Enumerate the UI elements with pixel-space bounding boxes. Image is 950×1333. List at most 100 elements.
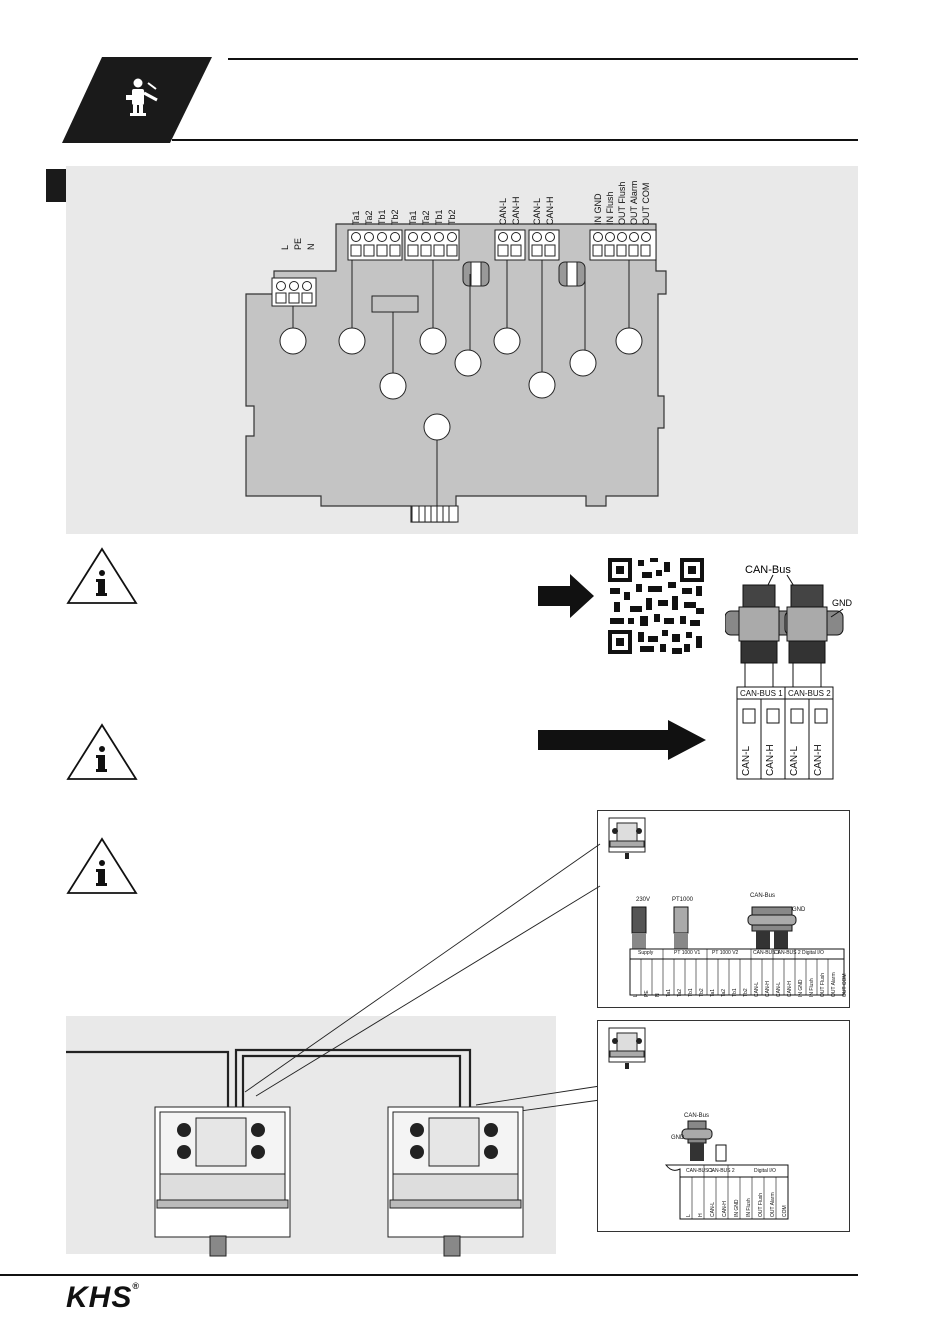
termination-jumper-1 — [462, 261, 490, 287]
pin-label: IN Flush — [746, 1198, 752, 1217]
callout-circle — [423, 413, 451, 441]
pin-label: COM — [782, 1205, 788, 1217]
cable-label-pt1000: PT1000 — [672, 897, 694, 903]
label-ta1: Ta1 — [408, 210, 418, 225]
termination-jumper-2 — [558, 261, 586, 287]
label-out-alarm: OUT Alarm — [629, 180, 639, 225]
circuit-board — [245, 223, 667, 523]
plumber-tool-icon — [126, 78, 158, 116]
label-out-flush: OUT Flush — [617, 181, 627, 225]
inset-2-terminal-diagram — [664, 1120, 789, 1220]
gnd-label: GND — [832, 598, 853, 608]
label-tb2: Tb2 — [390, 209, 400, 225]
pin-label: CAN-H — [722, 1201, 728, 1217]
label-can-l: CAN-L — [532, 197, 542, 225]
arrow-right-icon — [538, 720, 706, 760]
callout-circle — [615, 327, 643, 355]
label-ta2: Ta2 — [421, 210, 431, 225]
label-ta1: Ta1 — [351, 210, 361, 225]
info-warning-icon — [66, 723, 138, 780]
callout-circle — [338, 327, 366, 355]
callout-circle — [279, 327, 307, 355]
label-L: L — [280, 244, 290, 250]
can-pin-labels: CAN-L CAN-H CAN-L CAN-H — [741, 744, 824, 777]
pin-can-l: CAN-L — [789, 745, 800, 776]
qr-code-icon — [606, 556, 706, 656]
can-plug — [681, 1120, 713, 1161]
header-top-rule — [228, 58, 858, 60]
can-connector-2 — [784, 584, 844, 688]
group-digital-io: Digital I/O — [754, 1168, 776, 1174]
pin-label: OUT Alarm — [770, 1192, 776, 1217]
sensor-terminal-block-2 — [404, 229, 460, 261]
pin-label: CAN-L — [710, 1201, 716, 1217]
callout-circle — [528, 371, 556, 399]
fuse-holder — [371, 295, 419, 313]
group-pt1000-v1: PT 1000 V1 — [674, 950, 701, 956]
can-connector-1 — [725, 584, 794, 688]
label-tb2: Tb2 — [447, 209, 457, 225]
can-bus-1-label: CAN-BUS 1 — [740, 689, 783, 698]
header-badge — [62, 57, 212, 143]
can-bus-detail: CAN-Bus GND — [725, 564, 853, 780]
pin-label: H — [698, 1213, 704, 1217]
group-can-bus-2: CAN-BUS 2 — [774, 950, 801, 956]
can-plug-pair — [747, 906, 797, 949]
info-warning-icon — [66, 837, 138, 894]
cable-label-230v: 230V — [636, 897, 651, 903]
pin-can-h: CAN-H — [765, 744, 776, 776]
device-housing-2 — [387, 1106, 524, 1257]
thumbnail-icon — [608, 1027, 646, 1069]
group-pt1000-v2: PT 1000 V2 — [712, 950, 739, 956]
ribbon-connector — [411, 505, 459, 523]
label-ta2: Ta2 — [364, 210, 374, 225]
info-warning-icon — [66, 547, 138, 604]
label-out-com: OUT COM — [641, 182, 651, 225]
inset-1-terminal-diagram — [629, 906, 845, 996]
label-in-flush: IN Flush — [605, 191, 615, 225]
cable-label-gnd: GND — [671, 1135, 685, 1141]
cable-label-can-bus: CAN-Bus — [684, 1113, 710, 1119]
pin-can-h: CAN-H — [813, 744, 824, 776]
can-bus-2-label: CAN-BUS 2 — [788, 689, 831, 698]
label-can-h: CAN-H — [511, 196, 521, 226]
label-can-l: CAN-L — [498, 197, 508, 225]
group-can-bus-1: CAN-BUS 1 — [686, 1168, 713, 1174]
pin-label: L — [686, 1214, 692, 1217]
callout-circle — [379, 372, 407, 400]
group-supply: Supply — [638, 950, 654, 956]
can-terminal-block-1 — [494, 229, 526, 261]
power-terminal-block — [271, 277, 317, 307]
label-N: N — [306, 243, 316, 251]
pin-can-l: CAN-L — [741, 745, 752, 776]
footer-rule — [0, 1274, 858, 1276]
header-bottom-rule — [172, 139, 858, 141]
thumbnail-icon — [608, 817, 646, 859]
wiring-inset-1: 230V PT1000 CAN-Bus GND Supply PT 1000 V… — [597, 810, 850, 1008]
group-can-bus-1: CAN-BUS 1 — [753, 950, 780, 956]
cable-label-gnd: GND — [792, 907, 806, 913]
label-tb1: Tb1 — [434, 209, 444, 225]
device-housing-1 — [154, 1106, 291, 1257]
wiring-inset-2: CAN-Bus GND CAN-BUS 1 CAN-BUS 2 Digital … — [597, 1020, 850, 1232]
pin-label: OUT Flush — [758, 1192, 764, 1217]
installation-diagram — [66, 843, 601, 1257]
callout-circle — [493, 327, 521, 355]
label-tb1: Tb1 — [377, 209, 387, 225]
callout-circle — [419, 327, 447, 355]
arrow-right-icon — [538, 574, 594, 618]
cable-label-can-bus: CAN-Bus — [750, 893, 776, 899]
callout-circle — [569, 349, 597, 377]
label-in-gnd: IN GND — [593, 193, 603, 226]
inset-2-pins: L H CAN-L CAN-H IN GND IN Flush OUT Flush OUT A… — [686, 1192, 788, 1218]
group-digital-io: Digital I/O — [802, 950, 824, 956]
group-can-bus-2: CAN-BUS 2 — [708, 1168, 735, 1174]
can-bus-title: CAN-Bus — [745, 564, 791, 576]
khs-logo: KHS® — [66, 1281, 140, 1314]
label-PE: PE — [293, 237, 303, 250]
circuit-board-diagram — [245, 223, 667, 523]
pin-label: IN GND — [734, 1199, 740, 1218]
sensor-terminal-block-1 — [347, 229, 403, 261]
callout-circles — [279, 260, 643, 506]
callout-circle — [454, 349, 482, 377]
